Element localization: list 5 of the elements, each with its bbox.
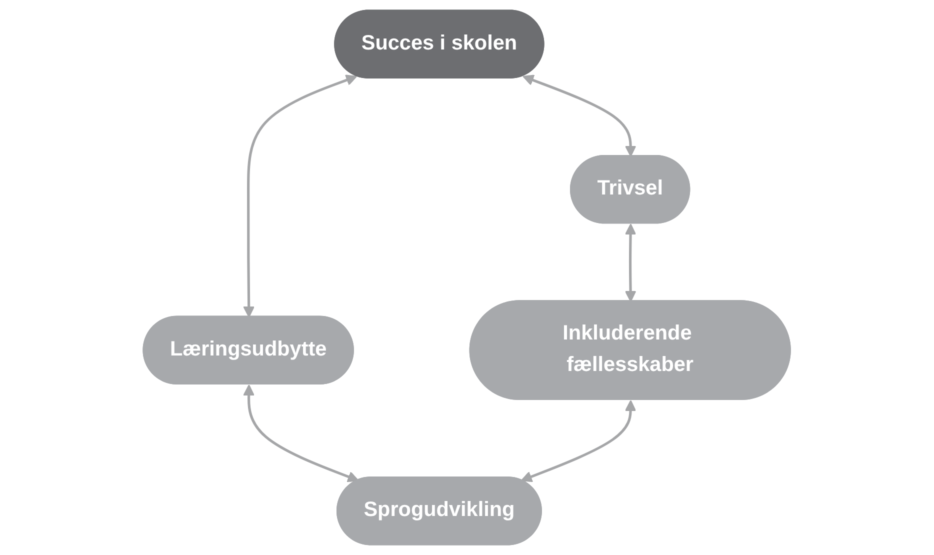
- arrow: [243, 384, 360, 482]
- arrow: [243, 74, 358, 318]
- arrow: [625, 224, 636, 302]
- arrow: [522, 74, 636, 157]
- arrow: [521, 400, 636, 482]
